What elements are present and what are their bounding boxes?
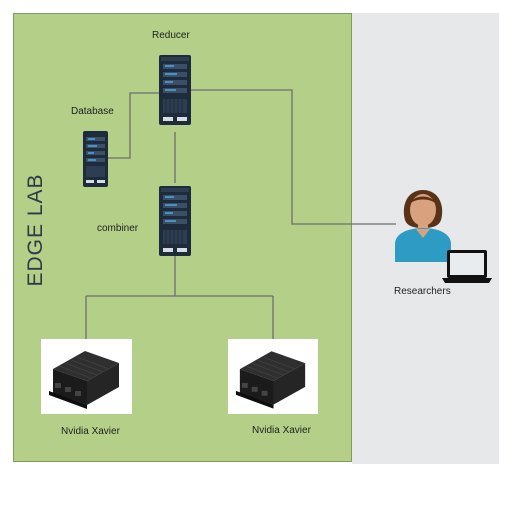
reducer-server-icon	[159, 55, 191, 130]
person-icon	[393, 186, 453, 269]
device-right-label: Nvidia Xavier	[252, 425, 311, 436]
link-reducer-researchers	[190, 89, 396, 225]
database-label: Database	[71, 106, 114, 117]
link-database-reducer	[108, 92, 161, 159]
device-right-image	[228, 339, 318, 414]
combiner-label: combiner	[97, 223, 139, 234]
device-left-label: Nvidia Xavier	[61, 426, 120, 437]
combiner-server-icon	[159, 186, 191, 261]
laptop-icon	[442, 248, 492, 289]
nvidia-xavier-module-icon	[235, 351, 306, 409]
link-combiner-devices	[85, 256, 274, 340]
device-left-image	[41, 339, 132, 414]
reducer-label: Reducer	[152, 30, 190, 41]
database-server-icon	[83, 131, 108, 192]
nvidia-xavier-module-icon	[49, 351, 119, 409]
researchers-label: Researchers	[394, 286, 451, 297]
